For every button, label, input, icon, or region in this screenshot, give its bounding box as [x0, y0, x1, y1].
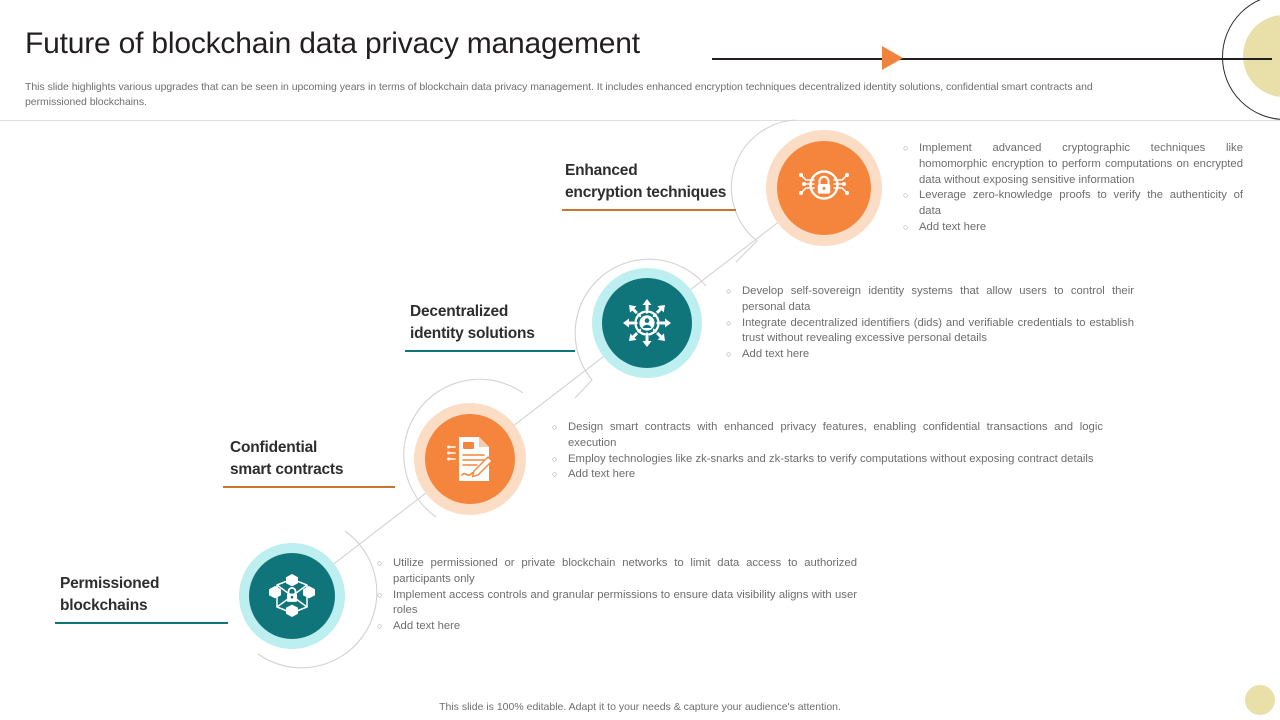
blockchain-lock-icon [269, 574, 315, 617]
lock-network-icon [799, 170, 849, 200]
footer-note: This slide is 100% editable. Adapt it to… [439, 701, 841, 713]
bullet-list-permissioned-blockchains: ○ Utilize permissioned or private blockc… [377, 556, 857, 635]
section-heading-permissioned-blockchains: Permissioned blockchains [60, 573, 250, 617]
node-disc[interactable] [249, 553, 335, 639]
bullet-text: Add text here [919, 220, 987, 233]
bullet-text: Employ technologies like zk-snarks and z… [568, 452, 1094, 465]
bullet-text: Implement advanced cryptographic techniq… [919, 142, 1243, 186]
list-item: ○ Integrate decentralized identifiers (d… [726, 316, 1134, 348]
list-item: ○ Utilize permissioned or private blockc… [377, 556, 857, 588]
list-item: ○ Employ technologies like zk-snarks and… [552, 452, 1103, 468]
node-disc[interactable] [602, 278, 692, 368]
bullet-text: Design smart contracts with enhanced pri… [568, 421, 1103, 449]
bullet-list-confidential-smart-contracts: ○ Design smart contracts with enhanced p… [552, 420, 1103, 483]
bullet-marker-icon: ○ [552, 469, 558, 480]
list-item: ○ Add text here [903, 220, 1243, 236]
bullet-text: Develop self-sovereign identity systems … [742, 285, 1134, 313]
section-underline-confidential-smart-contracts [223, 486, 395, 489]
heading-line-2: identity solutions [410, 325, 535, 342]
bullet-text: Add text here [393, 620, 461, 633]
list-item: ○ Leverage zero-knowledge proofs to veri… [903, 188, 1243, 220]
bullet-marker-icon: ○ [903, 190, 909, 201]
bullet-text: Leverage zero-knowledge proofs to verify… [919, 189, 1243, 218]
decorative-dot-bottom-right [1245, 685, 1275, 715]
node-decentralized-identity-solutions [592, 268, 702, 378]
list-item: ○ Develop self-sovereign identity system… [726, 284, 1134, 316]
heading-line-2: encryption techniques [565, 184, 727, 201]
heading-line-2: blockchains [60, 597, 148, 614]
heading-line-1: Confidential [230, 439, 318, 456]
section-underline-decentralized-identity-solutions [405, 350, 575, 353]
list-item: ○ Add text here [726, 347, 1134, 363]
list-item: ○ Design smart contracts with enhanced p… [552, 420, 1103, 452]
title-arrow-icon [882, 46, 903, 70]
section-underline-permissioned-blockchains [55, 622, 228, 625]
bullet-list-decentralized-identity-solutions: ○ Develop self-sovereign identity system… [726, 284, 1134, 363]
bullet-text: Add text here [742, 348, 810, 361]
bullet-marker-icon: ○ [726, 349, 732, 360]
node-enhanced-encryption-techniques [766, 130, 882, 246]
bullet-text: Add text here [568, 468, 636, 481]
bullet-text: Integrate decentralized identifiers (did… [742, 316, 1134, 345]
page-subtitle: This slide highlights various upgrades t… [25, 81, 1093, 108]
list-item: ○ Add text here [552, 467, 1103, 483]
heading-line-2: smart contracts [230, 461, 344, 478]
header-divider [0, 120, 1280, 121]
bullet-list-enhanced-encryption-techniques: ○ Implement advanced cryptographic techn… [903, 141, 1243, 236]
bullet-marker-icon: ○ [552, 422, 558, 432]
identity-network-icon [623, 299, 671, 347]
bullet-marker-icon: ○ [377, 621, 383, 632]
node-confidential-smart-contracts [414, 403, 526, 515]
section-heading-enhanced-encryption-techniques: Enhanced encryption techniques [565, 160, 765, 204]
bullet-marker-icon: ○ [726, 286, 732, 296]
section-underline-enhanced-encryption-techniques [562, 209, 736, 212]
bullet-marker-icon: ○ [377, 558, 383, 568]
bullet-marker-icon: ○ [903, 221, 909, 232]
node-permissioned-blockchains [239, 543, 345, 649]
list-item: ○ Implement access controls and granular… [377, 588, 857, 620]
bullet-marker-icon: ○ [726, 317, 732, 328]
bullet-text: Utilize permissioned or private blockcha… [393, 557, 857, 585]
list-item: ○ Add text here [377, 619, 857, 635]
section-heading-confidential-smart-contracts: Confidential smart contracts [230, 437, 420, 481]
bullet-marker-icon: ○ [552, 453, 558, 464]
page-title: Future of blockchain data privacy manage… [25, 27, 640, 60]
contract-document-icon [447, 437, 493, 481]
heading-line-1: Enhanced [565, 162, 638, 179]
heading-line-1: Decentralized [410, 303, 509, 320]
bullet-marker-icon: ○ [377, 589, 383, 600]
title-rule [712, 58, 1272, 60]
list-item: ○ Implement advanced cryptographic techn… [903, 141, 1243, 188]
bullet-marker-icon: ○ [903, 143, 909, 153]
heading-line-1: Permissioned [60, 575, 160, 592]
node-disc[interactable] [777, 141, 871, 235]
node-disc[interactable] [425, 414, 515, 504]
section-heading-decentralized-identity-solutions: Decentralized identity solutions [410, 301, 600, 345]
bullet-text: Implement access controls and granular p… [393, 588, 857, 617]
